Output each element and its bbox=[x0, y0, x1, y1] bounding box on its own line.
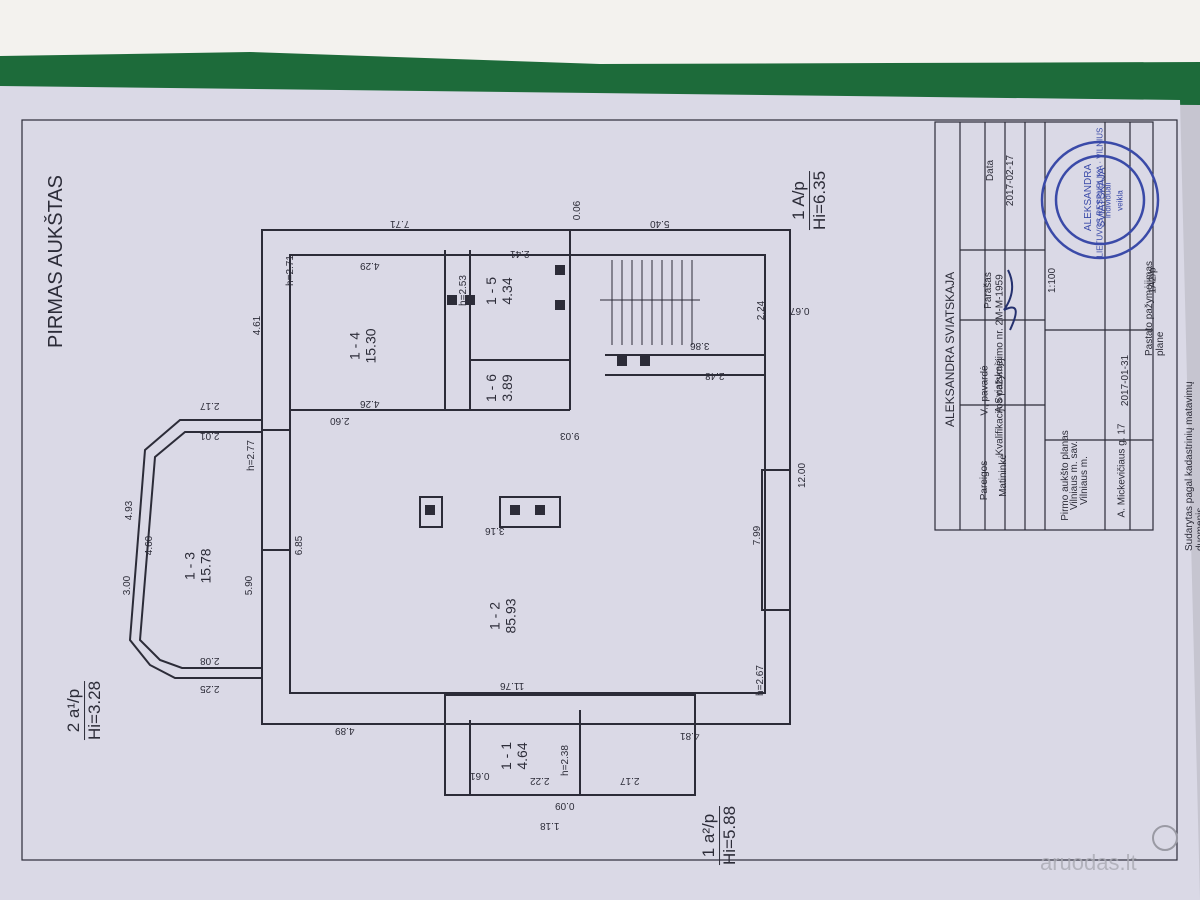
fixtures bbox=[425, 265, 650, 515]
floor-plan bbox=[128, 229, 791, 796]
sheet-border bbox=[21, 119, 1178, 861]
signature bbox=[1003, 269, 1017, 331]
staircase bbox=[600, 260, 700, 345]
plan-sheet bbox=[0, 86, 1200, 900]
stamp-seal bbox=[1040, 140, 1160, 260]
title-block bbox=[934, 121, 1154, 531]
logo-icon bbox=[1152, 825, 1178, 851]
